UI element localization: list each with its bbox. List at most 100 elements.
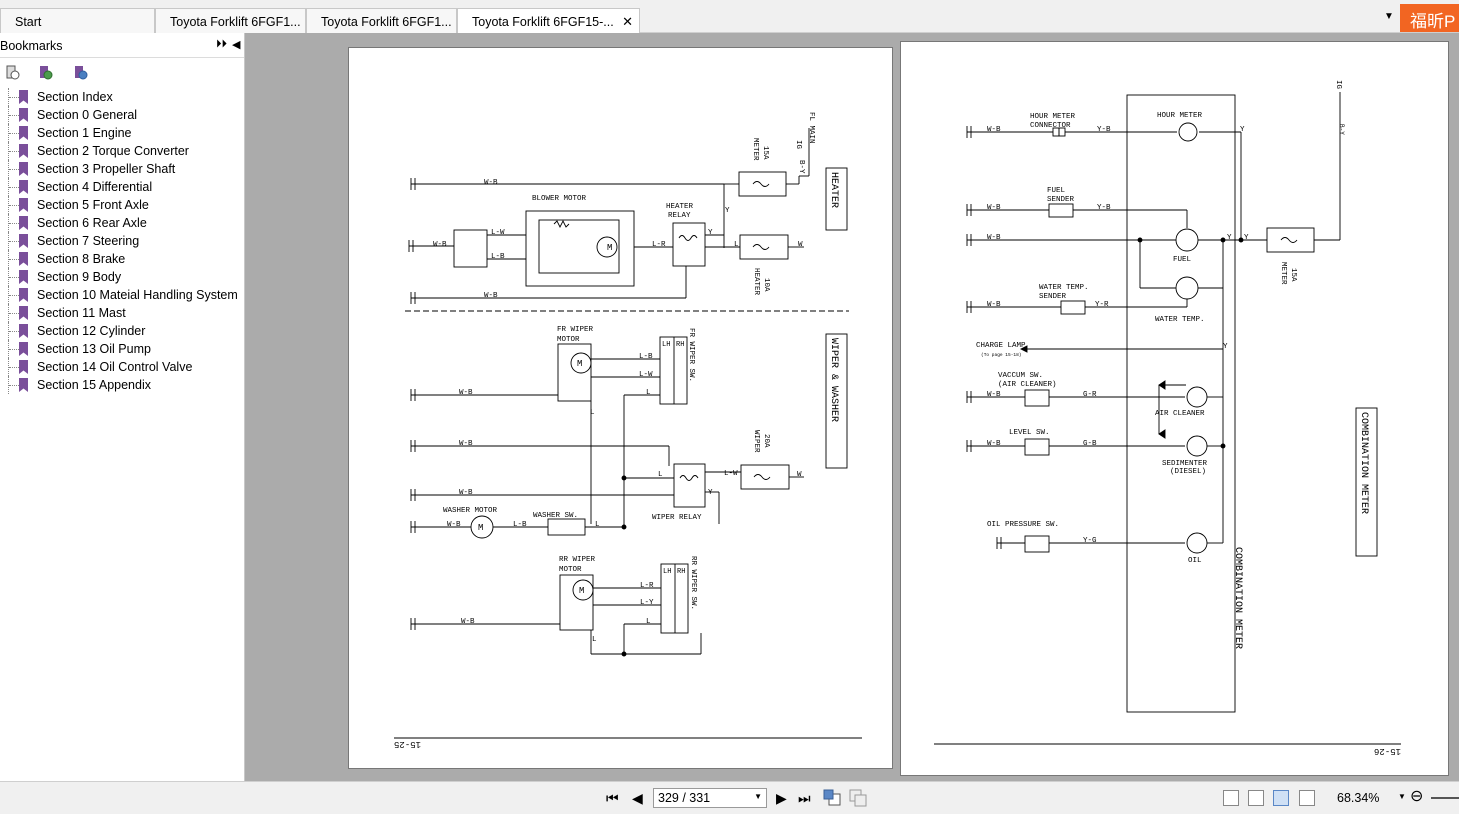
expand-panel-icon[interactable]: ⏵⏵	[216, 38, 227, 50]
switch-lh-label: LH	[663, 568, 671, 576]
continuous-facing-icon[interactable]	[1299, 790, 1315, 806]
sedimenter-lamp-label: SEDIMENTER	[1162, 460, 1208, 468]
previous-view-icon[interactable]	[823, 789, 841, 807]
vaccum-switch-label: (AIR CLEANER)	[998, 381, 1057, 389]
fuse-name-label: WIPER	[752, 430, 760, 453]
bookmarks-panel-header: Bookmarks ⏵⏵ ◀	[0, 33, 244, 58]
bookmark-icon	[19, 342, 28, 356]
bookmark-label: Section 7 Steering	[37, 234, 140, 248]
bookmark-icon	[19, 180, 28, 194]
bookmark-item[interactable]: Section 11 Mast	[0, 304, 244, 322]
heater-relay-label: HEATER	[666, 203, 694, 211]
bookmark-label: Section 11 Mast	[37, 306, 126, 320]
bookmark-item[interactable]: Section 8 Brake	[0, 250, 244, 268]
bookmark-icon	[19, 162, 28, 176]
expand-bookmark-icon[interactable]	[73, 65, 89, 81]
bookmark-item[interactable]: Section Index	[0, 88, 244, 106]
bookmark-toolbar	[0, 58, 244, 88]
page-number-value: 329 / 331	[658, 791, 711, 805]
charge-lamp-label: CHARGE LAMP	[976, 342, 1026, 350]
facing-icon[interactable]	[1273, 790, 1289, 806]
wire-label: L	[734, 241, 739, 249]
motor-symbol-label: M	[607, 243, 612, 253]
bookmark-item[interactable]: Section 14 Oil Control Valve	[0, 358, 244, 376]
fuse-rating-label: 15A	[761, 146, 769, 160]
switch-rh-label: RH	[677, 568, 685, 576]
bookmark-item[interactable]: Section 13 Oil Pump	[0, 340, 244, 358]
wire-label: Y	[708, 489, 713, 497]
bookmark-icon	[19, 108, 28, 122]
zoom-slider[interactable]	[1431, 797, 1459, 799]
prev-page-icon[interactable]: ◀	[632, 790, 643, 806]
continuous-icon[interactable]	[1248, 790, 1264, 806]
wire-label: G-B	[1083, 440, 1097, 448]
page-number-input[interactable]: 329 / 331 ▼	[653, 788, 767, 808]
wiring-diagram-left: BLOWER MOTOR HEATER RELAY W-B W-B L-W L-…	[394, 112, 862, 749]
bookmark-item[interactable]: Section 0 General	[0, 106, 244, 124]
close-tab-icon[interactable]: ✕	[622, 14, 633, 29]
motor-symbol-label: M	[577, 359, 582, 369]
bookmark-list: Section Index Section 0 General Section …	[0, 88, 244, 394]
bookmark-label: Section 1 Engine	[37, 126, 132, 140]
brand-badge[interactable]: 福昕P	[1400, 4, 1459, 32]
tab-document-1[interactable]: Toyota Forklift 6FGF1...	[155, 8, 306, 33]
wire-label: W-B	[987, 391, 1001, 399]
wire-label: W	[797, 471, 802, 479]
last-page-icon[interactable]: ⏭	[798, 790, 811, 806]
fuel-gauge-label: FUEL	[1173, 256, 1192, 264]
wire-label: L-R	[652, 241, 666, 249]
add-bookmark-icon[interactable]	[38, 65, 54, 81]
bookmark-item[interactable]: Section 1 Engine	[0, 124, 244, 142]
bookmark-item[interactable]: Section 15 Appendix	[0, 376, 244, 394]
bookmark-item[interactable]: Section 5 Front Axle	[0, 196, 244, 214]
bookmark-item[interactable]: Section 4 Differential	[0, 178, 244, 196]
bookmark-item[interactable]: Section 7 Steering	[0, 232, 244, 250]
bookmark-label: Section 15 Appendix	[37, 378, 151, 392]
bookmark-icon	[19, 378, 28, 392]
page-number: 15-25	[394, 739, 421, 749]
heater-relay-label: RELAY	[668, 212, 691, 220]
bookmark-item[interactable]: Section 12 Cylinder	[0, 322, 244, 340]
zoom-out-icon[interactable]: ⊖	[1410, 788, 1424, 805]
next-view-icon[interactable]	[849, 789, 867, 807]
bookmark-label: Section 13 Oil Pump	[37, 342, 151, 356]
wire-label: W-B	[987, 234, 1001, 242]
bookmark-options-icon[interactable]	[5, 65, 21, 81]
wiring-diagram-right: HOUR METER CONNECTOR HOUR METER W-B Y-B …	[934, 80, 1401, 756]
wire-label: W-B	[987, 301, 1001, 309]
next-page-icon[interactable]: ▶	[776, 790, 787, 806]
first-page-icon[interactable]: ⏮	[606, 790, 619, 806]
tab-document-2[interactable]: Toyota Forklift 6FGF1...	[306, 8, 457, 33]
hour-meter-connector-label: HOUR METER	[1030, 113, 1076, 121]
tab-document-3[interactable]: Toyota Forklift 6FGF15-...✕	[457, 8, 640, 33]
panel-splitter[interactable]	[246, 33, 248, 781]
bookmark-item[interactable]: Section 10 Mateial Handling System	[0, 286, 244, 304]
wire-label: B-Y	[797, 160, 805, 174]
bookmark-label: Section 8 Brake	[37, 252, 126, 266]
bookmark-item[interactable]: Section 6 Rear Axle	[0, 214, 244, 232]
bookmark-item[interactable]: Section 2 Torque Converter	[0, 142, 244, 160]
bookmark-item[interactable]: Section 9 Body	[0, 268, 244, 286]
bookmark-label: Section 0 General	[37, 108, 138, 122]
fuse-name-label: HEATER	[752, 268, 760, 296]
wire-label: L	[592, 636, 597, 644]
wire-label: Y	[1240, 126, 1245, 134]
zoom-level[interactable]: 68.34%	[1337, 791, 1380, 805]
sedimenter-lamp-label: (DIESEL)	[1170, 468, 1206, 476]
bookmark-icon	[19, 252, 28, 266]
tab-label: Toyota Forklift 6FGF1...	[321, 15, 452, 29]
tab-start[interactable]: Start	[0, 8, 155, 33]
fuel-sender-label: FUEL	[1047, 187, 1066, 195]
tab-list-dropdown-icon[interactable]: ▼	[1384, 11, 1394, 22]
wire-label: W-B	[987, 440, 1001, 448]
wire-label: L-B	[491, 253, 505, 261]
single-page-icon[interactable]	[1223, 790, 1239, 806]
chevron-down-icon[interactable]: ▼	[754, 792, 762, 801]
bookmark-item[interactable]: Section 3 Propeller Shaft	[0, 160, 244, 178]
zoom-dropdown-icon[interactable]: ▼	[1398, 792, 1406, 801]
oil-pressure-switch-label: OIL PRESSURE SW.	[987, 521, 1059, 529]
bookmark-icon	[19, 234, 28, 248]
bookmark-label: Section 5 Front Axle	[37, 198, 149, 212]
wire-label: W-B	[987, 126, 1001, 134]
collapse-panel-icon[interactable]: ◀	[232, 39, 241, 51]
